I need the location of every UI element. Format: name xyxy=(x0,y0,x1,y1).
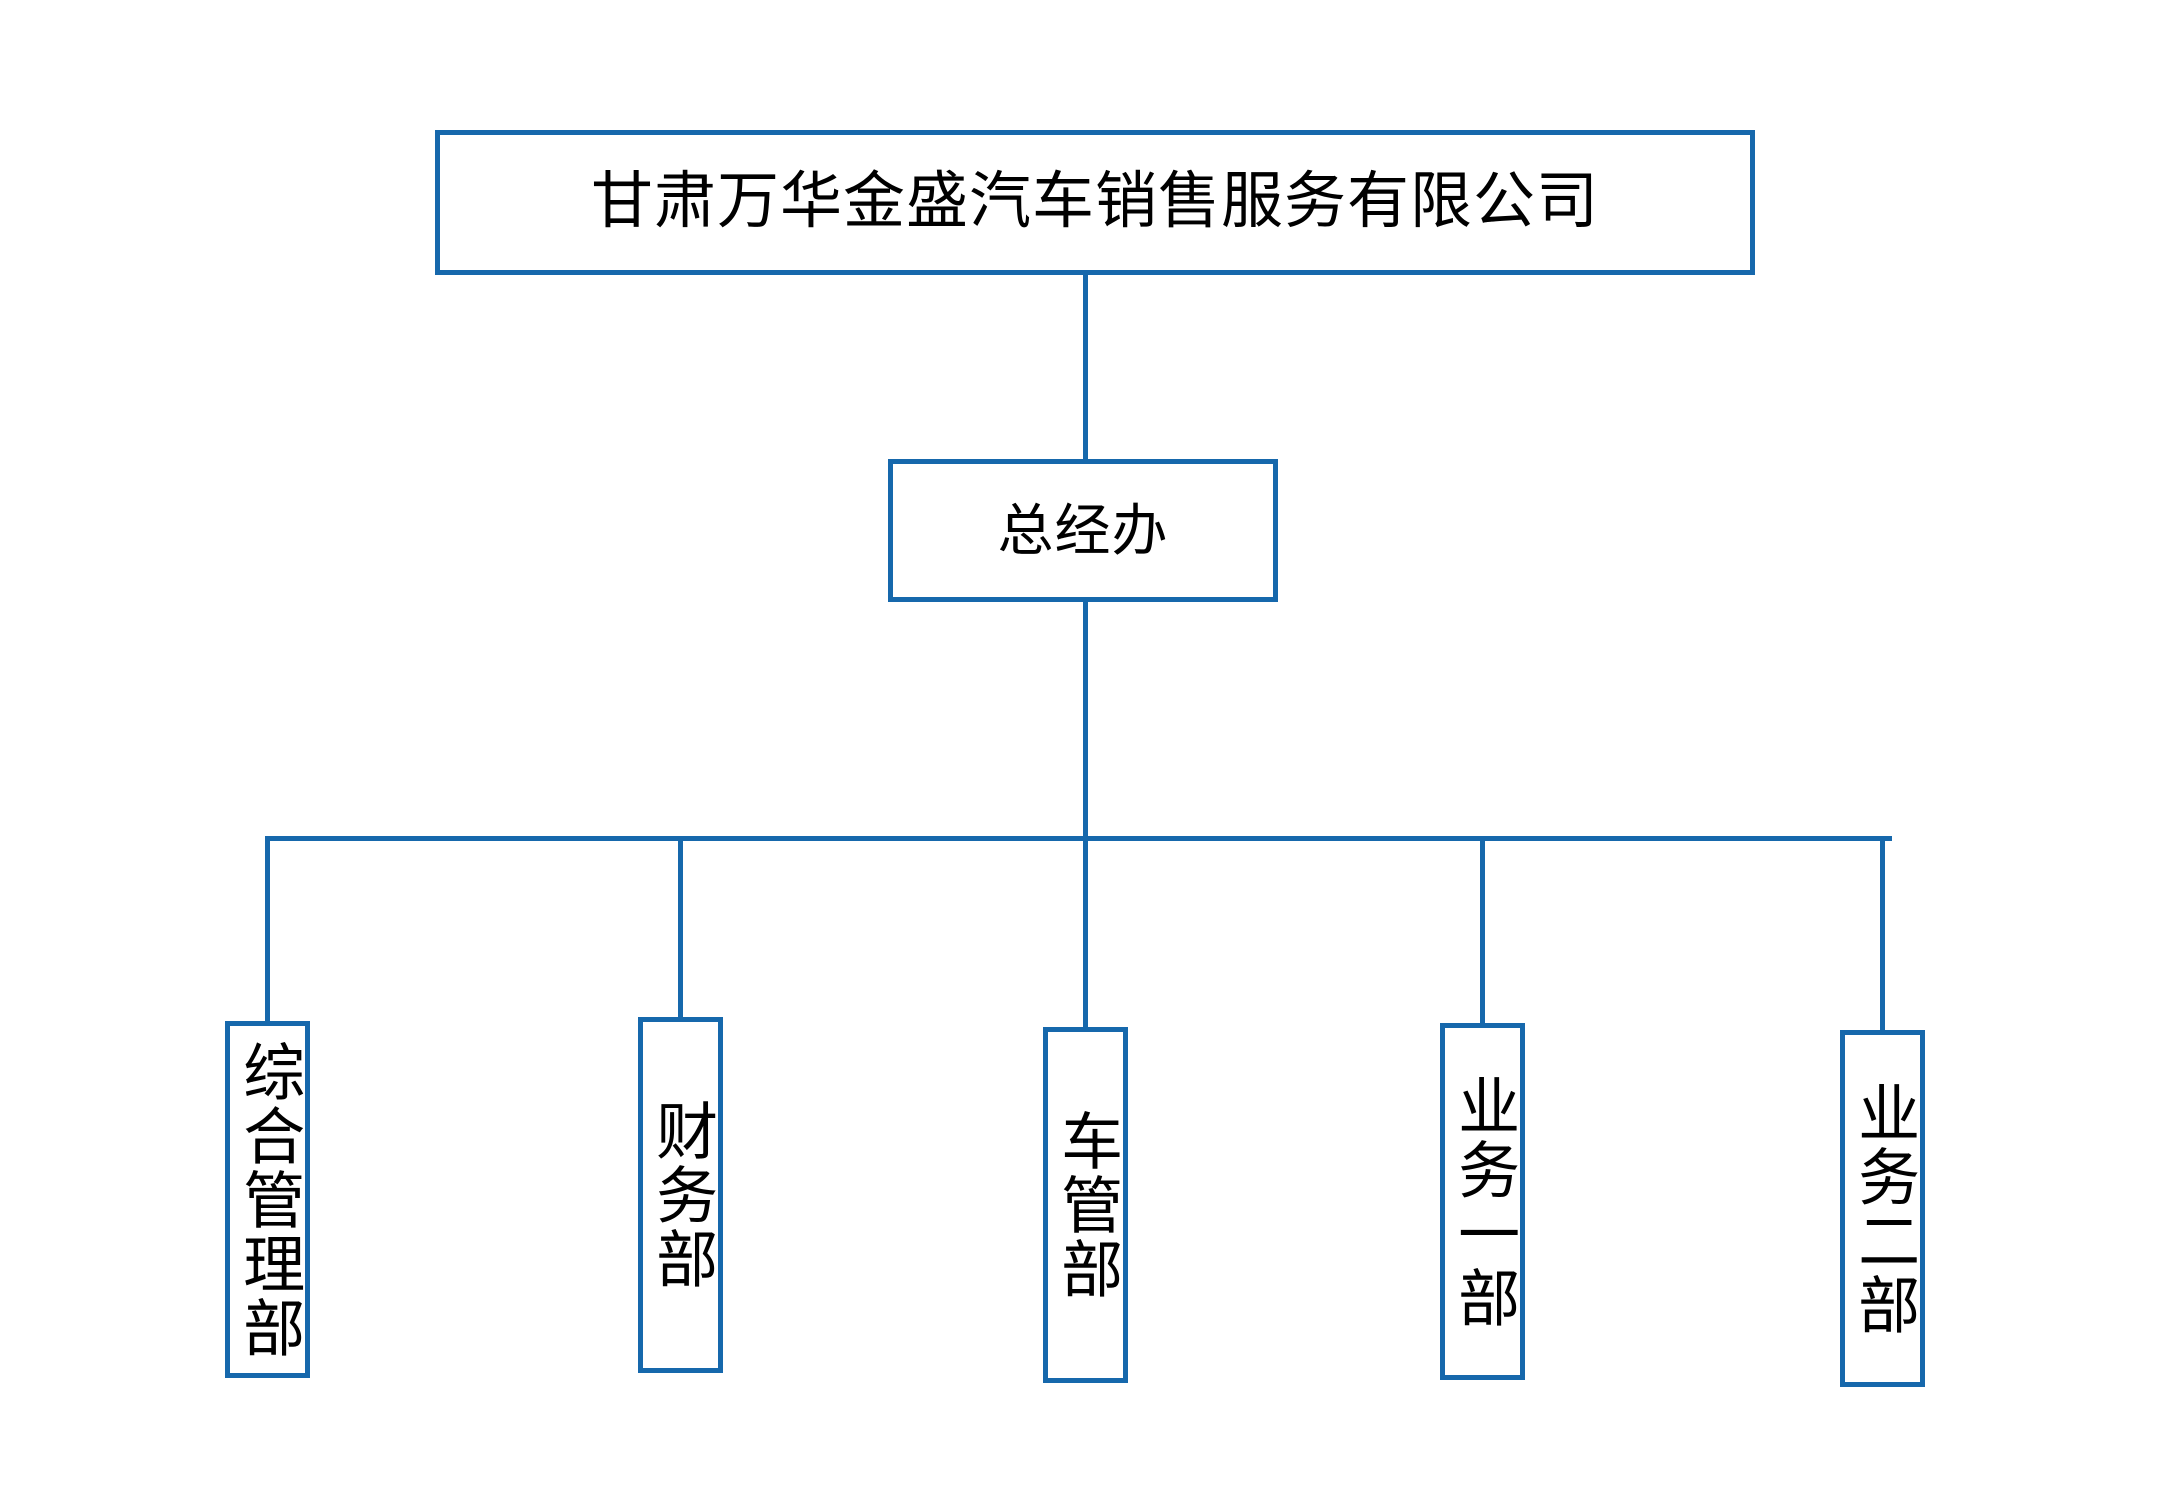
org-node-dept-3[interactable]: 车管部 xyxy=(1043,1027,1128,1383)
connector-drop-dept-1 xyxy=(265,836,270,1023)
org-node-company[interactable]: 甘肃万华金盛汽车销售服务有限公司 xyxy=(435,130,1755,275)
org-node-dept-4-label: 业务一部 xyxy=(1448,1073,1518,1330)
org-node-dept-1-label: 综合管理部 xyxy=(233,1039,303,1360)
connector-drop-dept-5 xyxy=(1880,836,1885,1032)
connector-company-to-gm xyxy=(1083,275,1088,461)
org-node-dept-2-label: 财务部 xyxy=(646,1099,716,1291)
org-node-gm-office-label: 总经办 xyxy=(997,498,1169,562)
org-node-gm-office[interactable]: 总经办 xyxy=(888,459,1278,602)
org-node-dept-4[interactable]: 业务一部 xyxy=(1440,1023,1525,1380)
connector-horizontal-bus xyxy=(270,836,1892,841)
connector-gm-to-bus xyxy=(1083,600,1088,839)
org-node-dept-3-label: 车管部 xyxy=(1051,1109,1121,1301)
org-node-dept-1[interactable]: 综合管理部 xyxy=(225,1021,310,1378)
org-node-company-label: 甘肃万华金盛汽车销售服务有限公司 xyxy=(590,167,1599,237)
connector-drop-dept-2 xyxy=(678,836,683,1019)
connector-drop-dept-4 xyxy=(1480,836,1485,1025)
org-node-dept-2[interactable]: 财务部 xyxy=(638,1017,723,1373)
org-node-dept-5[interactable]: 业务二部 xyxy=(1840,1030,1925,1387)
connector-drop-dept-3 xyxy=(1083,836,1088,1029)
org-node-dept-5-label: 业务二部 xyxy=(1848,1080,1918,1337)
